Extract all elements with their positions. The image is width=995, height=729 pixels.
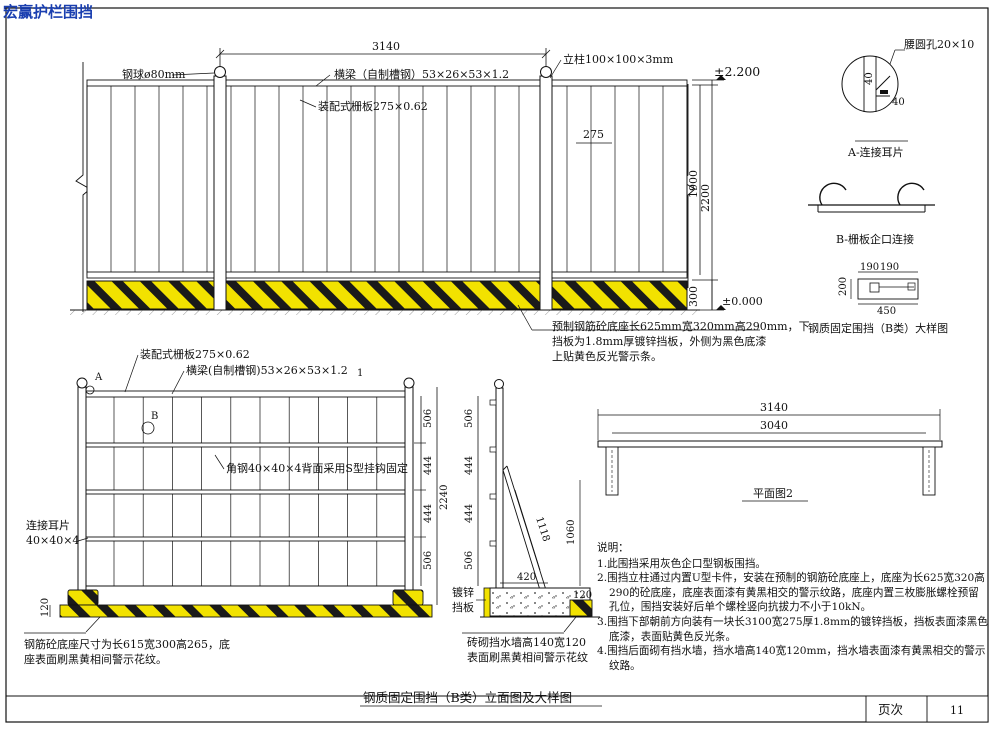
- note-item-2: 2.围挡立柱通过内置U型卡件，安装在预制的钢筋砼底座上，底座为长625宽320高…: [597, 572, 985, 614]
- sheet-title: 钢质固定围挡（B类）立面图及大样图: [363, 690, 572, 705]
- level-top: ±2.200: [714, 64, 760, 79]
- note-item-4: 4.围挡后面砌有挡水墙，挡水墙高140宽120mm，挡水墙表面漆有黄黑相交的警示…: [597, 645, 986, 672]
- dim-200: 200: [838, 277, 849, 296]
- page-number: 11: [950, 704, 964, 717]
- dim-190-a: 190: [860, 262, 879, 273]
- dim-190-b: 190: [880, 262, 899, 273]
- side-dim-444-a: 444: [464, 456, 475, 475]
- notes-heading: 说明：: [597, 542, 629, 554]
- label-oval-hole: 腰圆孔20×10: [904, 38, 974, 51]
- detail-sheet-title: 钢质固定围挡（B类）大样图: [808, 321, 948, 335]
- label-panel: 装配式栅板275×0.62: [318, 99, 428, 113]
- back-elevation: A B 1 装配式栅板275×0.62 横梁(自制槽钢)53×26×53×1.2…: [24, 347, 450, 666]
- dim-300: 300: [687, 286, 700, 307]
- back-label-beam: 横梁(自制槽钢)53×26×53×1.2: [186, 363, 348, 377]
- label-post: 立柱100×100×3mm: [563, 52, 674, 66]
- dim-detail-40-b: 40: [892, 97, 905, 108]
- mark-b: B: [151, 411, 158, 422]
- dim-detail-40-a: 40: [864, 72, 875, 85]
- back-base-note-1: 钢筋砼底座尺寸为长615宽300高265，底: [24, 637, 230, 651]
- back-label-ear-2: 40×40×4: [26, 534, 79, 547]
- detail-a-title: A-连接耳片: [847, 146, 904, 159]
- plan-dim-3140: 3140: [760, 401, 788, 414]
- back-label-panel: 装配式栅板275×0.62: [140, 347, 250, 361]
- detail-base-plan: 190 190 200 450 钢质固定围挡（B类）大样图: [808, 262, 948, 335]
- back-dim-506-b: 506: [423, 551, 434, 570]
- back-dim-444-b: 444: [423, 504, 434, 523]
- side-label-zinc-2: 挡板: [452, 600, 474, 614]
- note-item-3: 3.围挡下部朝前方向装有一块长3100宽275厚1.8mm的镀锌挡板，挡板表面漆…: [597, 615, 988, 643]
- back-dim-444-a: 444: [423, 456, 434, 475]
- dim-panel-275: 275: [583, 128, 604, 141]
- notes-block: 说明： 1.此围挡采用灰色企口型钢板围挡。 2.围挡立柱通过内置U型卡件，安装在…: [597, 541, 989, 673]
- mark-a: A: [94, 372, 103, 383]
- label-beam: 横梁（自制槽钢）53×26×53×1.2: [334, 67, 509, 81]
- level-zero: ±0.000: [722, 295, 763, 308]
- dim-2200: 2200: [699, 184, 712, 212]
- plan-view: 3140 3040 平面图2: [597, 401, 943, 502]
- side-dim-120: 120: [573, 590, 592, 601]
- mark-1: 1: [357, 368, 363, 379]
- side-dim-1060: 1060: [566, 520, 577, 545]
- side-wall-note-2: 表面刷黑黄相间警示花纹: [467, 650, 588, 664]
- note-item-1: 1.此围挡采用灰色企口型钢板围挡。: [597, 557, 767, 570]
- side-label-zinc-1: 镀锌: [452, 585, 474, 599]
- base-note-line-2: 挡板为1.8mm厚镀锌挡板，外侧为黑色底漆: [552, 334, 766, 348]
- dim-450: 450: [877, 306, 896, 317]
- dim-span-3140: 3140: [372, 40, 400, 53]
- back-label-angle: 角钢40×40×4背面采用S型挂钩固定: [226, 461, 408, 475]
- front-elevation: 3140 275 钢球ø80mm 横梁（自制槽钢）53×26×53×1.2 立柱…: [70, 40, 810, 363]
- back-dim-2240: 2240: [439, 485, 450, 510]
- detail-a-connector: 腰圆孔20×10 40 40 A-连接耳片: [841, 38, 974, 159]
- plan-dim-3040: 3040: [760, 419, 788, 432]
- side-dim-506-b: 506: [464, 551, 475, 570]
- brand-watermark: 宏赢护栏围挡: [3, 3, 93, 21]
- side-dim-420: 420: [517, 572, 536, 583]
- side-section: 506 444 444 506 1118 1060 420 120 镀锌 挡板 …: [452, 379, 600, 664]
- base-note-line-3: 上贴黄色反光警示条。: [552, 349, 662, 363]
- back-label-ear-1: 连接耳片: [26, 519, 70, 532]
- side-dim-444-b: 444: [464, 504, 475, 523]
- label-steel-ball: 钢球ø80mm: [122, 67, 186, 81]
- detail-b-title: B-栅板企口连接: [836, 232, 914, 246]
- page-label: 页次: [878, 702, 903, 717]
- sheet-border: [5, 7, 989, 723]
- base-note-line-1: 预制钢筋砼底座长625mm宽320mm高290mm，下: [552, 319, 810, 333]
- side-dim-1118: 1118: [533, 516, 551, 544]
- side-dim-506-a: 506: [464, 409, 475, 428]
- back-base-note-2: 座表面刷黑黄相间警示花纹。: [24, 652, 167, 666]
- dim-1900: 1900: [687, 170, 700, 198]
- back-dim-120: 120: [40, 598, 51, 617]
- back-dim-506-a: 506: [423, 409, 434, 428]
- side-wall-note-1: 砖砌挡水墙高140宽120: [467, 635, 586, 649]
- plan-title: 平面图2: [753, 487, 793, 500]
- detail-b-tongue-groove: B-栅板企口连接: [808, 182, 935, 246]
